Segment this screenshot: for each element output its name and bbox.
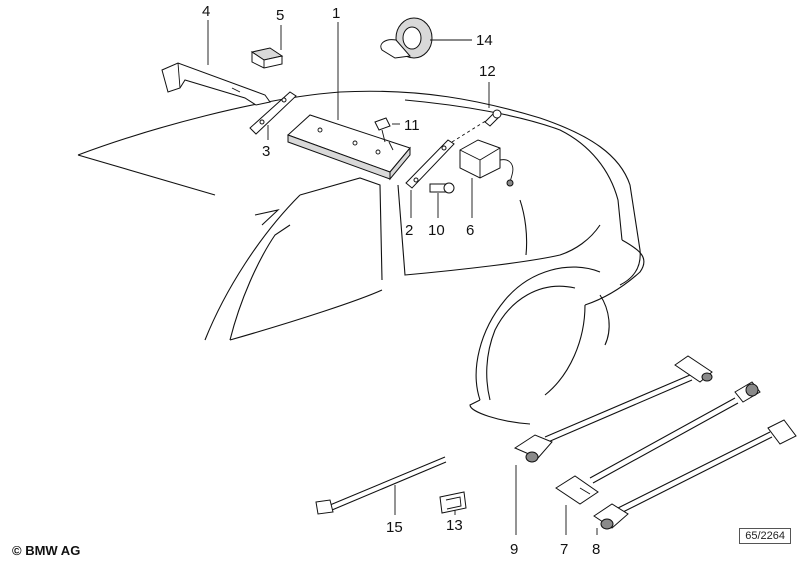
callout-3: 3 <box>262 143 270 160</box>
part-11-bolt <box>374 117 394 151</box>
callout-6: 6 <box>466 222 474 239</box>
callout-2: 2 <box>405 222 413 239</box>
callout-14: 14 <box>476 32 493 49</box>
leader-lines <box>207 20 598 535</box>
callout-10: 10 <box>428 222 445 239</box>
callout-1: 1 <box>332 5 340 22</box>
part-10-screw <box>429 182 455 194</box>
part-1-plate <box>287 114 411 181</box>
part-9-cable <box>513 355 713 463</box>
callout-15: 15 <box>386 519 403 536</box>
reference-code: 65/2264 <box>739 528 791 544</box>
part-3-bracket <box>249 91 297 135</box>
callout-5: 5 <box>276 7 284 24</box>
part-2-bracket <box>405 111 501 189</box>
callout-9: 9 <box>510 541 518 558</box>
part-13-clip <box>439 491 467 514</box>
callout-8: 8 <box>592 541 600 558</box>
part-14-horn <box>380 17 433 59</box>
part-6-control-unit <box>459 139 514 187</box>
callout-4: 4 <box>202 3 210 20</box>
callout-11: 11 <box>404 117 420 134</box>
part-8-cable <box>593 419 797 530</box>
part-15-cable-tie <box>315 456 447 515</box>
part-12-screw <box>484 109 502 127</box>
callout-7: 7 <box>560 541 568 558</box>
part-5-clip <box>250 47 284 69</box>
copyright-notice: © BMW AG <box>12 543 81 558</box>
callout-12: 12 <box>479 63 496 80</box>
callout-13: 13 <box>446 517 463 534</box>
part-4-bracket <box>161 62 271 106</box>
car-body-outline <box>77 90 645 425</box>
part-7-cable <box>555 381 761 505</box>
